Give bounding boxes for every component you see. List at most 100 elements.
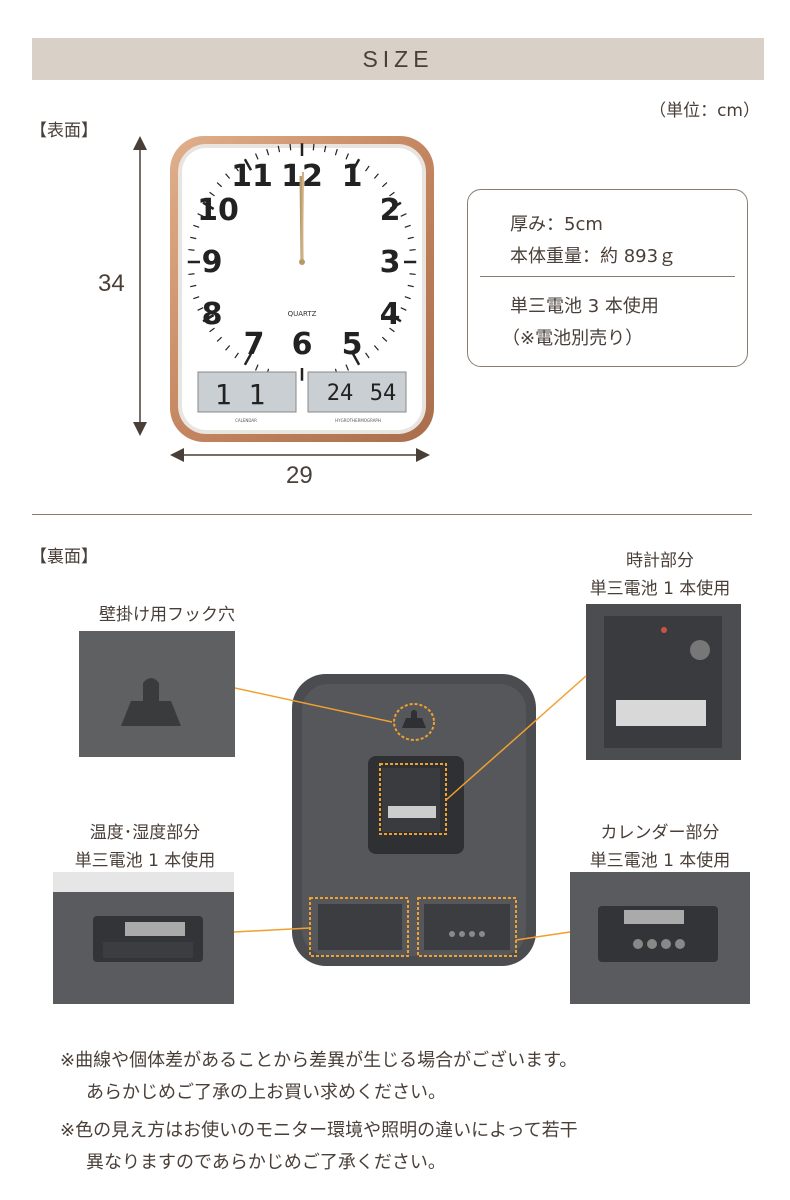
battery-slot-calendar [624,910,684,924]
minute-tick [345,153,350,160]
width-arrow [170,448,430,462]
battery-slot-temp [125,922,185,936]
lcd-right-value2: 54 [370,381,397,406]
numeral-7: 7 [244,327,265,362]
numeral-3: 3 [380,245,401,280]
minute-tick [234,165,239,172]
numeral-9: 9 [202,245,223,280]
height-value: 34 [98,270,125,297]
temp-part-caption: 温度･湿度部分 [89,823,201,843]
minute-tick [197,213,204,217]
numeral-6: 6 [292,327,313,362]
height-arrow [133,136,147,436]
minute-tick [404,224,411,228]
lcd-calendar [197,371,297,413]
minute-tick [389,201,402,211]
note-line-3: ※色の見え方はお使いのモニター環境や照明の違いによって若干 [60,1120,578,1141]
calendar-compartment-photo [570,872,750,1004]
minute-tick [202,201,215,211]
minute-tick [234,352,239,359]
minute-tick [197,307,204,311]
minute-tick [225,173,231,179]
minute-tick [389,191,395,197]
numeral-11: 11 [231,159,273,194]
clock-part-caption: 時計部分 [626,551,694,571]
minute-tick [312,143,315,151]
minute-tick [289,143,292,151]
lcd-right-caption: HYGROTHERMOGRAPH [335,418,381,423]
minute-tick [351,353,361,366]
minute-tick [400,307,407,311]
hook-photo [79,631,235,757]
clock-movement-photo [586,604,741,760]
minute-ticks [187,143,417,381]
minute-tick [365,165,370,172]
calendar-part-battery-caption: 単三電池 1 本使用 [589,851,731,871]
minute-tick [409,273,416,276]
size-header-band: SIZE [32,38,764,80]
minute-tick [266,148,270,156]
minute-tick [216,182,223,188]
temp-callout [309,897,409,957]
minute-hand [301,171,304,263]
calendar-part-caption: カレンダー部分 [600,823,720,843]
width-value: 29 [286,462,313,489]
minute-tick [243,353,253,366]
spec-battery-note: （※電池別売り） [502,328,644,349]
minute-tick [243,158,253,171]
minute-tick [216,336,223,342]
brand-text: QUARTZ [288,310,317,318]
spec-box: 厚み：5cm 本体重量：約 893ｇ 単三電池 3 本使用 （※電池別売り） [467,189,748,367]
numeral-1: 1 [342,159,363,194]
minute-tick [389,327,395,333]
lcd-right-value: 24 [327,381,354,406]
back-label: 【裏面】 [30,547,98,567]
minute-tick [409,248,416,251]
minute-tick [407,284,414,288]
minute-tick [373,345,379,351]
lcd-hygro [307,371,407,413]
minute-tick [225,345,231,351]
spec-divider [480,276,735,277]
hook-caption: 壁掛け用フック穴 [99,605,235,625]
minute-tick [202,313,215,323]
clock-back-image [292,674,536,966]
minute-tick [407,236,414,240]
note-line-4: 異なりますのであらかじめご了承ください。 [86,1152,446,1173]
minute-tick [334,148,338,156]
section-divider [32,514,752,515]
clock-front-image: 12 1 2 3 4 5 6 7 8 9 10 11 QUARTZ 1 1 24… [170,136,434,442]
minute-tick [400,213,407,217]
minute-tick [365,352,370,359]
battery-slot-clock [616,700,706,726]
numeral-2: 2 [380,193,401,228]
clock-numerals: 12 1 2 3 4 5 6 7 8 9 10 11 [197,159,400,362]
minute-tick [193,296,200,300]
temp-compartment-photo [53,872,234,1004]
minute-tick [188,273,195,276]
minute-tick [188,248,195,251]
minute-tick [190,284,197,288]
minute-tick [193,224,200,228]
minute-tick [254,153,259,160]
temp-part-battery-caption: 単三電池 1 本使用 [74,851,216,871]
minute-tick [277,145,281,153]
minute-tick [345,364,350,371]
minute-tick [190,236,197,240]
minute-tick [404,296,411,300]
clock-part-battery-caption: 単三電池 1 本使用 [589,579,731,599]
spec-thickness: 厚み：5cm [510,214,603,235]
unit-label: （単位：cm） [649,101,760,121]
spec-battery: 単三電池 3 本使用 [510,296,659,317]
minute-tick [209,327,215,333]
note-line-2: あらかじめご了承の上お買い求めください。 [86,1082,446,1103]
minute-tick [381,336,388,342]
minute-tick [389,313,402,323]
lcd-left-value: 1 1 [215,378,266,411]
hook-callout [393,703,435,741]
numeral-8: 8 [202,297,223,332]
spec-weight: 本体重量：約 893ｇ [510,246,677,267]
note-line-1: ※曲線や個体差があることから差異が生じる場合がございます。 [60,1050,578,1071]
calendar-callout [417,897,517,957]
